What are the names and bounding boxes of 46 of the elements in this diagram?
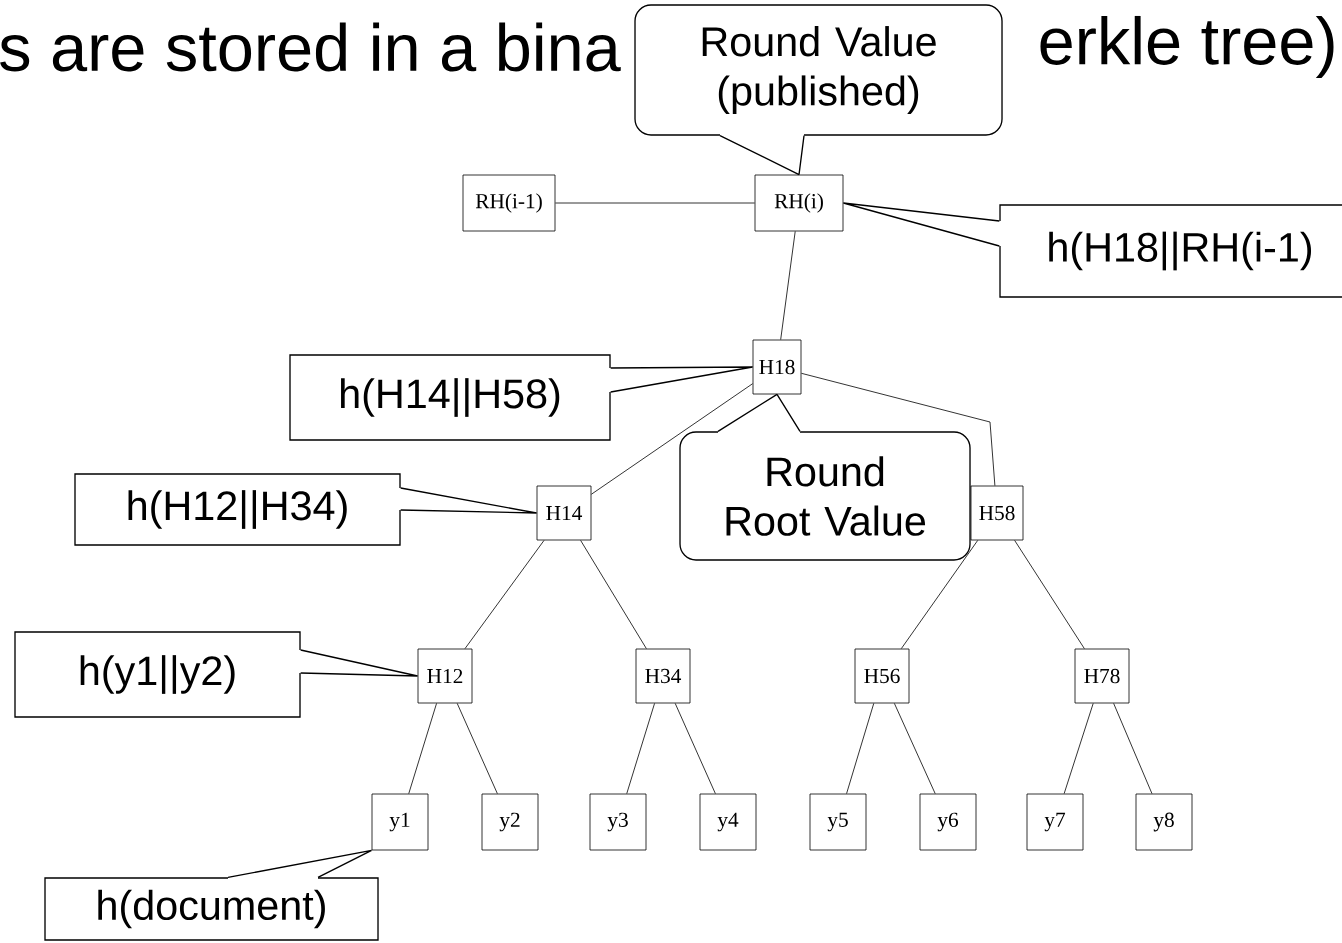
tree-node-box: y4 [699, 793, 757, 851]
tree-node-box: RH(i-1) [462, 174, 556, 232]
tree-node-box: y3 [589, 793, 647, 851]
callout-pointer [719, 132, 805, 176]
tree-node-box: H12 [417, 648, 473, 704]
tree-edge [900, 540, 979, 649]
title: s are stored in a bina [0, 22, 621, 72]
tree-edge [1014, 540, 1085, 649]
callout-pointer [227, 849, 373, 881]
tree-edge [780, 231, 796, 340]
tree-node-box: H34 [635, 648, 691, 704]
tree-node-box: y6 [919, 793, 977, 851]
tree-edge [894, 703, 936, 794]
tree-node-box: y1 [371, 793, 429, 851]
tree-node-box: H56 [854, 648, 910, 704]
tree-edge [456, 703, 498, 794]
tree-node-box: RH(i) [754, 174, 844, 232]
callout-pointer [297, 649, 419, 677]
callout-pointer [717, 393, 801, 435]
tree-node-box: H14 [536, 485, 592, 541]
tree-edge [674, 703, 716, 794]
callout-box: h(H14||H58) [289, 354, 611, 441]
callout-pointer [842, 202, 1003, 247]
tree-edge [591, 383, 753, 495]
tree-node-box: y5 [809, 793, 867, 851]
tree-edge [1113, 703, 1153, 794]
callout-box: h(H18||RH(i-1) [999, 204, 1342, 298]
tree-edge [580, 540, 647, 649]
tree-node-box: y7 [1026, 793, 1084, 851]
tree-edge [1063, 703, 1094, 794]
tree-edge [801, 372, 996, 486]
tree-edge [464, 540, 545, 649]
tree-edge [555, 202, 755, 204]
callout-box: h(H12||H34) [74, 473, 401, 546]
tree-edge [846, 703, 875, 794]
callout-pointer [397, 487, 538, 514]
tree-node-box: y2 [481, 793, 539, 851]
callout-pointer [607, 366, 754, 393]
tree-node-box: H78 [1074, 648, 1130, 704]
callout-box: h(y1||y2) [14, 631, 301, 718]
tree-node-box: y8 [1135, 793, 1193, 851]
tree-edge [408, 703, 437, 794]
tree-node-box: H58 [970, 485, 1024, 541]
tree-node-box: H18 [752, 339, 802, 395]
tree-edge [626, 703, 655, 794]
title: erkle tree) [1040, 15, 1334, 79]
